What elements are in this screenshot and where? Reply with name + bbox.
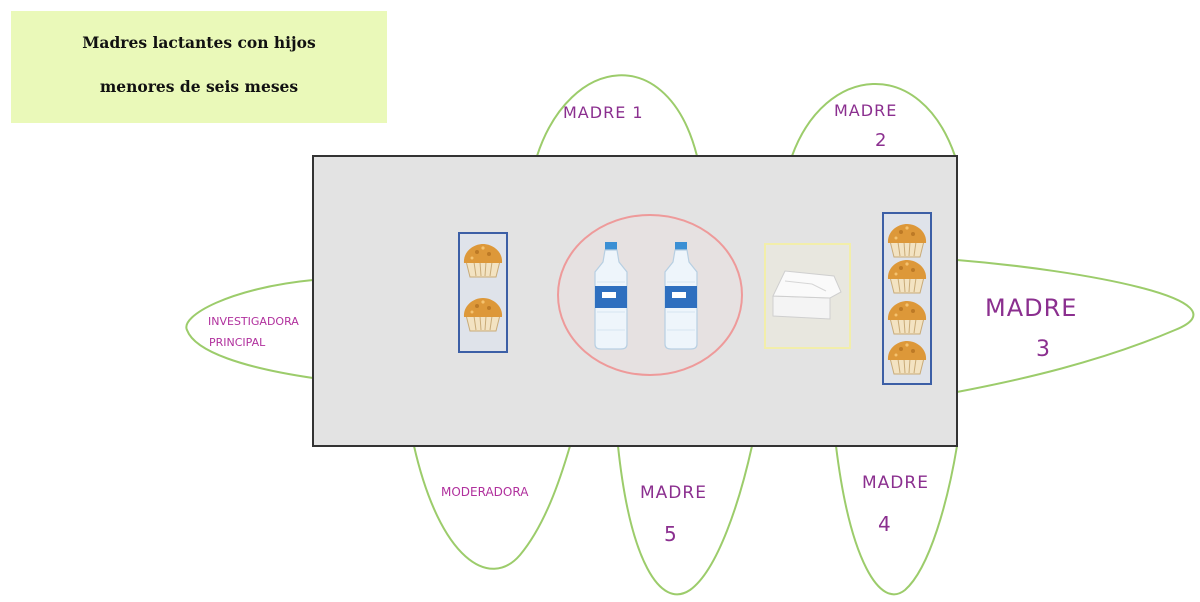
label-madre-4-word: MADRE xyxy=(862,473,929,493)
seat-madre-5 xyxy=(617,445,753,596)
seat-madre-2 xyxy=(791,83,956,157)
napkins-icon xyxy=(772,270,842,320)
label-madre-2-number: 2 xyxy=(875,130,887,151)
label-madre-5-word: MADRE xyxy=(640,483,707,503)
seat-madre-3 xyxy=(956,259,1195,393)
seat-moderadora xyxy=(413,445,571,570)
seat-madre-1 xyxy=(536,74,698,157)
title-box: Madres lactantes con hijos menores de se… xyxy=(11,11,387,123)
label-madre-4-number: 4 xyxy=(878,512,892,536)
label-investigadora-top: INVESTIGADORA xyxy=(208,315,299,328)
label-investigadora-bottom: PRINCIPAL xyxy=(209,336,266,349)
label-madre-1: MADRE 1 xyxy=(563,103,644,122)
title-line-2: menores de seis meses xyxy=(99,77,299,96)
label-madre-5-number: 5 xyxy=(664,522,678,546)
seat-investigadora xyxy=(185,279,314,379)
seat-madre-4 xyxy=(835,445,958,596)
bottles-area xyxy=(557,214,743,376)
label-madre-2-word: MADRE xyxy=(834,101,897,120)
label-madre-3-number: 3 xyxy=(1036,337,1051,362)
label-moderadora: MODERADORA xyxy=(441,485,529,499)
title-line-1: Madres lactantes con hijos xyxy=(82,33,316,52)
label-madre-3-word: MADRE xyxy=(985,294,1077,322)
